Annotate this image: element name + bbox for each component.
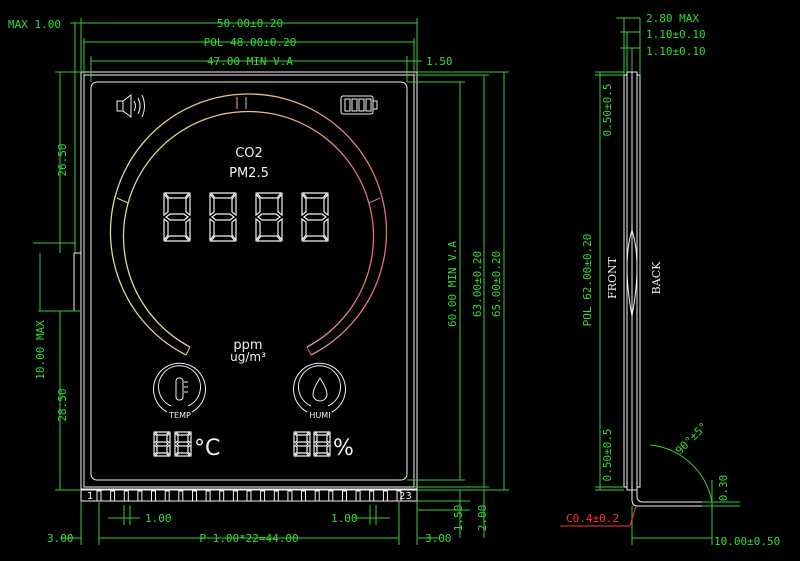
dim-bend-angle: 90°±5° <box>673 420 710 457</box>
dim-viewing-width: 47.00 MIN V.A <box>207 55 293 68</box>
dim-side-pol: POL 62.00±0.20 <box>581 234 594 327</box>
dim-pin-bottom-margin: 1.50 <box>452 505 465 532</box>
dim-left-bottom: 28.50 <box>56 388 69 421</box>
viewing-area-outline <box>90 81 408 481</box>
pin <box>369 490 375 502</box>
back-label: BACK <box>650 261 663 294</box>
dim-left-mid: 10.00 MAX <box>34 320 47 380</box>
pin <box>273 490 279 502</box>
dim-right-margin: 1.50 <box>426 55 453 68</box>
dim-side-top: 0.50±0.5 <box>601 84 614 137</box>
particulate-label: PM2.5 <box>229 166 269 181</box>
temp-unit: °C <box>194 436 220 461</box>
arc-gauge <box>109 93 388 356</box>
dim-pitch-left: 1.00 <box>145 512 172 525</box>
pin <box>342 490 347 502</box>
dim-side-bottom: 0.50±0.5 <box>601 429 614 482</box>
temp-label: TEMP <box>168 411 191 420</box>
dim-pin-offset-left: 3.00 <box>47 532 74 545</box>
speaker-icon <box>116 94 145 118</box>
dim-pitch-right: 1.00 <box>331 512 358 525</box>
pin <box>137 490 143 502</box>
water-drop-icon <box>293 362 346 413</box>
dim-pin-extension: 10.00±0.50 <box>714 535 780 548</box>
pin <box>232 490 238 502</box>
battery-icon <box>340 95 378 115</box>
thermometer-icon <box>153 362 206 413</box>
dim-overall-height: 65.00±0.20 <box>490 251 503 317</box>
panel-outline <box>80 71 418 491</box>
dim-viewing-height: 60.00 MIN V.A <box>446 241 459 327</box>
dim-max-thickness: MAX 1.00 <box>8 18 61 31</box>
dim-pin-thickness: 0.30 <box>717 475 730 502</box>
dim-overall-width: 50.00±0.20 <box>217 17 283 30</box>
gas-label: CO2 <box>235 146 263 161</box>
pin <box>96 490 102 502</box>
pin-first-label: 1 <box>87 491 93 502</box>
dim-pin-tolerance: C0.4±0.2 <box>566 512 619 525</box>
humi-unit: % <box>333 436 354 461</box>
dim-side-total: 2.80 MAX <box>646 12 699 25</box>
pin <box>110 490 116 502</box>
pin <box>328 490 334 502</box>
pin <box>355 490 361 502</box>
dim-pin-length: 2.00 <box>476 505 489 532</box>
side-view <box>560 17 740 545</box>
dim-pol-width: POL 48.00±0.20 <box>204 36 297 49</box>
pin <box>314 490 320 502</box>
humi-digits <box>293 431 331 457</box>
temp-digits <box>153 431 192 457</box>
pin <box>123 490 129 502</box>
dim-side-glass-2: 1.10±0.10 <box>646 45 706 58</box>
humi-label: HUMI <box>309 411 330 420</box>
pin-last-label: 23 <box>399 491 412 502</box>
dim-left-top: 26.50 <box>56 143 69 176</box>
pin <box>260 490 266 502</box>
dim-side-glass-1: 1.10±0.10 <box>646 28 706 41</box>
pin <box>287 490 293 502</box>
front-view <box>73 71 460 491</box>
pin <box>205 490 211 502</box>
pin <box>178 490 184 502</box>
front-dimensions <box>33 18 509 545</box>
pin <box>164 490 170 502</box>
pin <box>219 490 225 502</box>
unit-ugm: ug/m³ <box>230 350 266 364</box>
pin <box>192 490 197 502</box>
lcd-segments: CO2 PM2.5 ppm ug/m³ TEMP HUMI <box>109 93 388 461</box>
dim-pin-pitch-total: P 1.00*22=44.00 <box>199 532 298 545</box>
polarizer-outline <box>83 74 415 488</box>
pin <box>246 490 252 502</box>
front-label: FRONT <box>606 256 619 299</box>
pin <box>301 490 306 502</box>
dim-glass-height: 63.00±0.20 <box>471 251 484 317</box>
main-digits <box>163 192 329 242</box>
pin <box>382 490 388 502</box>
unit-ppm: ppm <box>233 338 262 353</box>
pin <box>151 490 156 502</box>
dim-pin-offset-right: 3.00 <box>425 532 452 545</box>
pin-row <box>80 488 418 502</box>
